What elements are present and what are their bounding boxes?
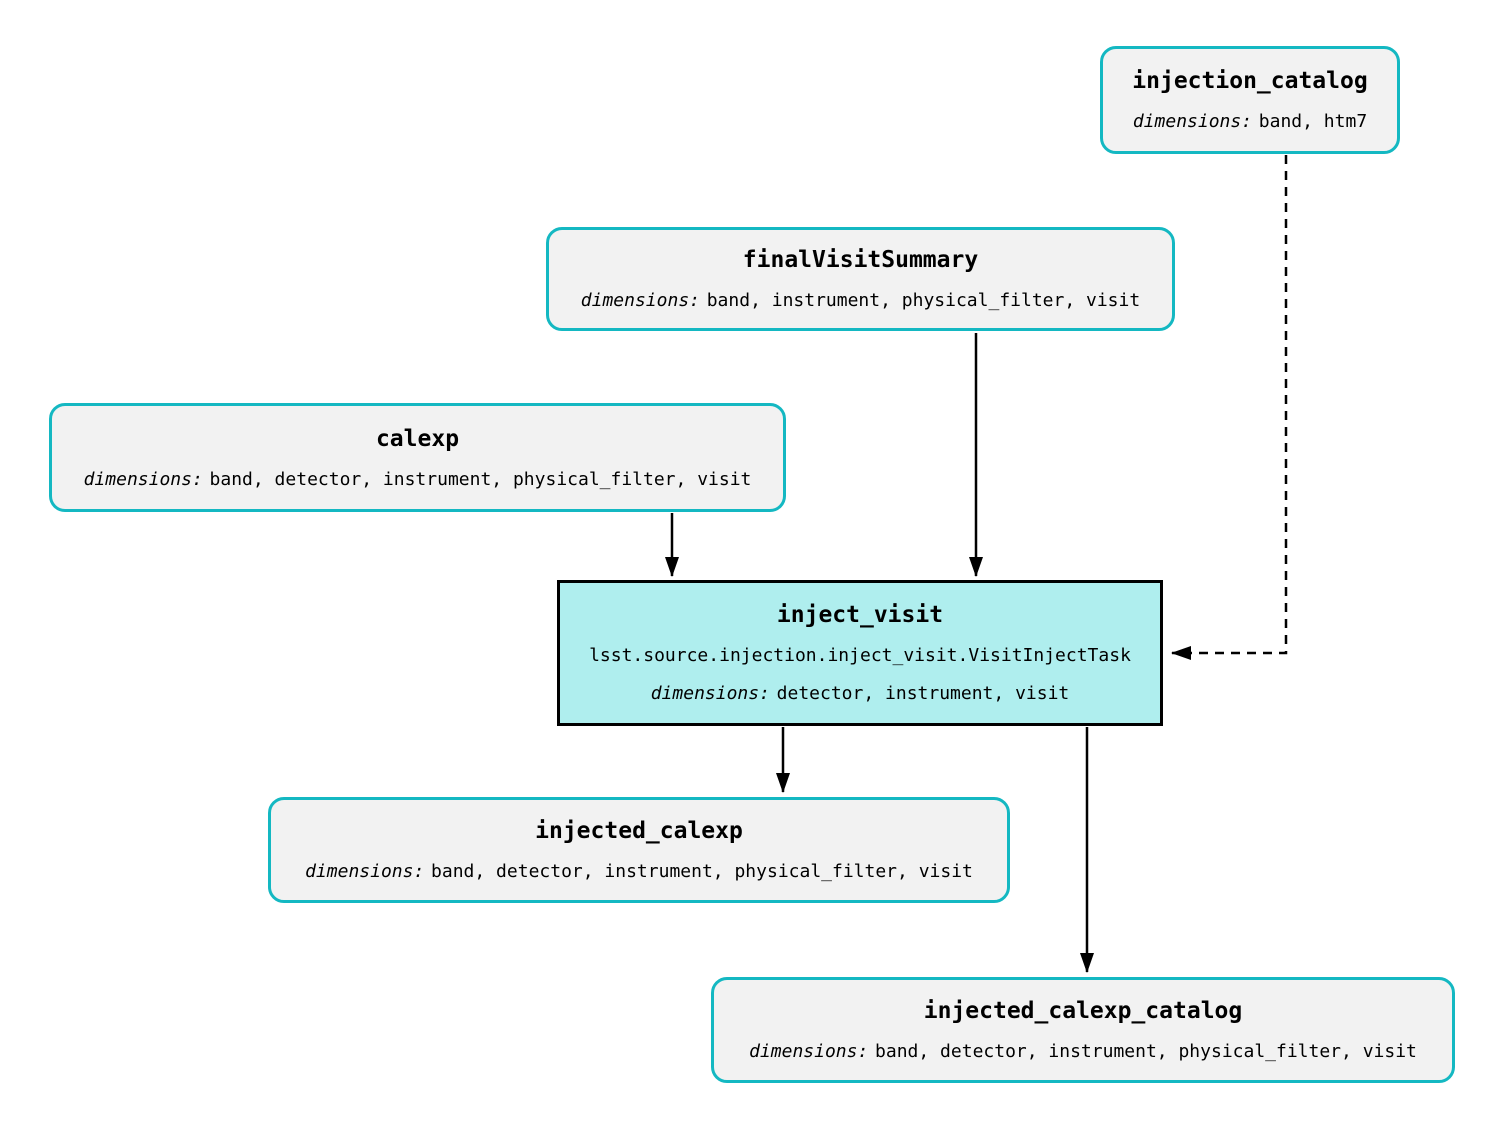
dimensions-label: dimensions: [749,1041,869,1062]
node-calexp: calexp dimensions: band, detector, instru… [49,403,786,512]
dimensions-label: dimensions: [580,290,700,311]
dimensions-label: dimensions: [83,468,203,490]
node-injected-calexp: injected_calexp dimensions: band, detecto… [268,797,1010,903]
node-title: injected_calexp_catalog [923,998,1243,1024]
dimensions-value: detector, instrument, visit [776,683,1070,704]
node-title: finalVisitSummary [742,247,979,273]
node-dimensions: dimensions: band, detector, instrument, p… [749,1040,1417,1064]
node-injection-catalog: injection_catalog dimensions:band, htm7 [1100,46,1400,154]
node-dimensions: dimensions: band, detector, instrument, p… [84,468,752,492]
edge-injection-catalog-to-inject-visit [1171,155,1288,660]
node-inject-visit-task: inject_visit lsst.source.injection.injec… [557,580,1163,726]
node-dimensions: dimensions: detector, instrument, visit [651,682,1070,706]
node-title: calexp [375,425,460,452]
task-class-path: lsst.source.injection.inject_visit.Visit… [589,645,1131,666]
dimensions-value: band, detector, instrument, physical_fil… [431,861,973,882]
node-dimensions: dimensions:band, htm7 [1133,110,1367,134]
node-dimensions: dimensions: band, instrument, physical_fi… [581,289,1140,313]
dimensions-value: band, detector, instrument, physical_fil… [209,468,752,490]
dimensions-label: dimensions: [1132,111,1253,132]
dimensions-label: dimensions: [305,861,425,882]
node-title: injected_calexp [535,818,743,844]
node-title: injection_catalog [1132,68,1368,94]
dimensions-value: band, htm7 [1258,111,1368,132]
dimensions-value: band, detector, instrument, physical_fil… [875,1041,1417,1062]
node-title: inject_visit [776,602,944,628]
dimensions-label: dimensions: [650,683,770,704]
node-finalvisitsummary: finalVisitSummary dimensions: band, instr… [546,227,1175,331]
node-dimensions: dimensions: band, detector, instrument, p… [305,860,973,884]
dimensions-value: band, instrument, physical_filter, visit [706,290,1141,311]
node-injected-calexp-catalog: injected_calexp_catalog dimensions: band,… [711,977,1455,1083]
